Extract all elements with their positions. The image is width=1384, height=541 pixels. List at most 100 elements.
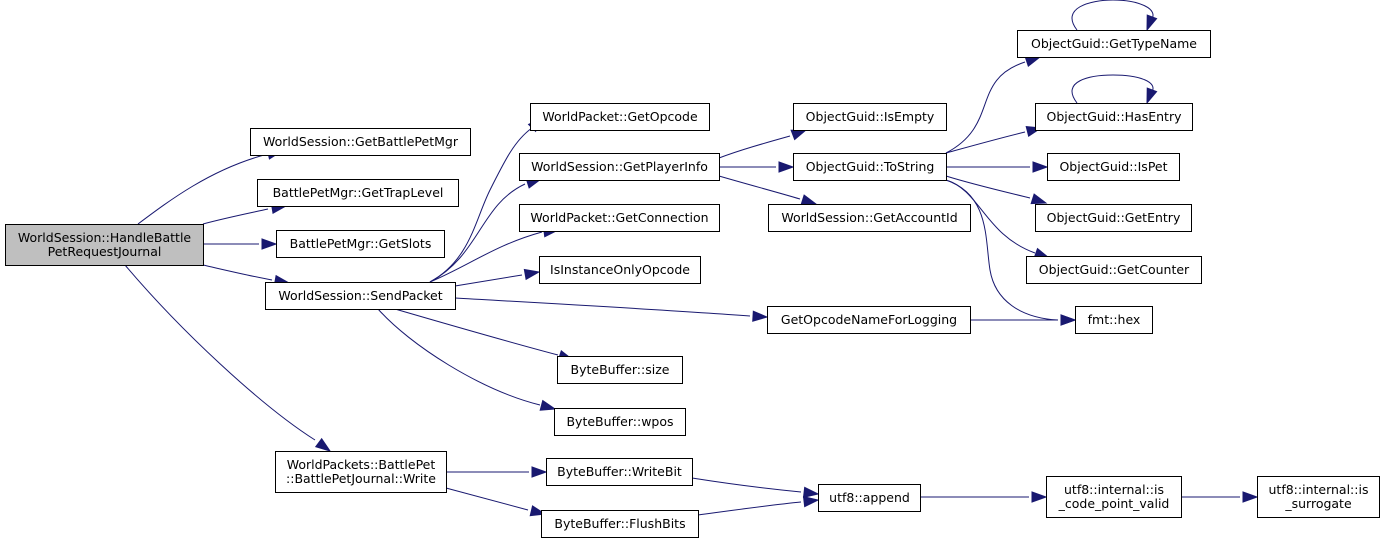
- edge-arrowhead: [314, 437, 332, 452]
- edge-toString-to-isPet: [946, 161, 1049, 173]
- node-box[interactable]: [554, 408, 686, 436]
- node-bbWriteBit[interactable]: ByteBuffer::WriteBit: [546, 458, 693, 486]
- node-box[interactable]: [767, 306, 971, 334]
- node-isSurrogate[interactable]: utf8::internal::is_surrogate: [1257, 476, 1380, 518]
- node-box[interactable]: [519, 204, 720, 232]
- node-isPet[interactable]: ObjectGuid::IsPet: [1047, 153, 1180, 181]
- edge-line: [718, 135, 791, 159]
- node-label: ObjectGuid::GetTypeName: [1031, 36, 1197, 51]
- edge-line: [945, 61, 1026, 154]
- node-getOpcode[interactable]: WorldPacket::GetOpcode: [530, 103, 710, 131]
- node-getTypeName[interactable]: ObjectGuid::GetTypeName: [1017, 30, 1211, 58]
- edge-arrowhead: [800, 194, 818, 206]
- node-label: ObjectGuid::GetCounter: [1039, 262, 1190, 277]
- node-label: utf8::internal::is: [1064, 482, 1164, 497]
- node-box[interactable]: [276, 230, 445, 258]
- node-box[interactable]: [1017, 30, 1211, 58]
- edge-line: [454, 297, 751, 317]
- edge-getPlayerInfo-to-isEmpty: [718, 129, 808, 159]
- edge-line: [137, 154, 265, 225]
- node-getPlayerInfo[interactable]: WorldSession::GetPlayerInfo: [519, 153, 720, 181]
- node-label: _code_point_valid: [1058, 496, 1170, 511]
- edge-getTypeName-to-getTypeName: [1071, 0, 1158, 32]
- node-journalWrite[interactable]: WorldPackets::BattlePet::BattlePetJourna…: [275, 451, 447, 493]
- edge-getOpcodeName-to-fmtHex: [970, 314, 1077, 326]
- edge-line: [1071, 0, 1154, 31]
- node-label: utf8::append: [829, 490, 910, 505]
- node-label: utf8::internal::is: [1269, 482, 1369, 497]
- node-label: WorldPacket::GetConnection: [530, 210, 708, 225]
- node-bbSize[interactable]: ByteBuffer::size: [557, 356, 683, 384]
- edge-arrowhead: [1060, 314, 1077, 326]
- node-isCodePointValid[interactable]: utf8::internal::is_code_point_valid: [1046, 476, 1182, 518]
- node-getAccountId[interactable]: WorldSession::GetAccountId: [768, 204, 971, 232]
- node-isInstanceOnly[interactable]: IsInstanceOnlyOpcode: [539, 256, 701, 284]
- node-label: PetRequestJournal: [48, 244, 162, 259]
- node-box[interactable]: [818, 484, 921, 512]
- edge-arrowhead: [261, 238, 278, 250]
- edge-arrowhead: [802, 486, 820, 498]
- node-label: ObjectGuid::IsEmpty: [806, 109, 935, 124]
- node-isEmpty[interactable]: ObjectGuid::IsEmpty: [793, 103, 947, 131]
- edge-arrowhead: [790, 129, 808, 141]
- edge-getPlayerInfo-to-toString: [719, 161, 795, 173]
- edge-bbFlushBits-to-utf8Append: [697, 496, 820, 516]
- node-hasEntry[interactable]: ObjectGuid::HasEntry: [1035, 103, 1193, 131]
- node-fmtHex[interactable]: fmt::hex: [1075, 306, 1153, 334]
- node-getTrapLevel[interactable]: BattlePetMgr::GetTrapLevel: [257, 179, 459, 207]
- edge-line: [429, 231, 543, 283]
- node-box[interactable]: [539, 256, 701, 284]
- node-box[interactable]: [1047, 153, 1180, 181]
- node-box[interactable]: [768, 204, 971, 232]
- node-box[interactable]: [1035, 103, 1193, 131]
- node-getSlots[interactable]: BattlePetMgr::GetSlots: [276, 230, 445, 258]
- node-bbFlushBits[interactable]: ByteBuffer::FlushBits: [541, 510, 699, 538]
- node-bbWpos[interactable]: ByteBuffer::wpos: [554, 408, 686, 436]
- edge-arrowhead: [1032, 161, 1049, 173]
- root-node-box[interactable]: [5, 224, 204, 266]
- node-box[interactable]: [265, 282, 456, 310]
- node-utf8Append[interactable]: utf8::append: [818, 484, 921, 512]
- node-box[interactable]: [546, 458, 693, 486]
- edge-line: [718, 175, 801, 200]
- node-box[interactable]: [519, 153, 720, 181]
- node-box[interactable]: [257, 179, 459, 207]
- node-sendPacket[interactable]: WorldSession::SendPacket: [265, 282, 456, 310]
- node-getBattlePetMgr[interactable]: WorldSession::GetBattlePetMgr: [250, 128, 471, 156]
- node-toString[interactable]: ObjectGuid::ToString: [793, 153, 947, 181]
- node-getOpcodeName[interactable]: GetOpcodeNameForLogging: [767, 306, 971, 334]
- node-box[interactable]: [1035, 204, 1192, 232]
- edge-journalWrite-to-bbFlushBits: [445, 487, 547, 517]
- edge-arrowhead: [531, 466, 548, 478]
- node-box[interactable]: [541, 510, 699, 538]
- edge-utf8Append-to-isCodePointValid: [920, 491, 1048, 503]
- node-box[interactable]: [1257, 476, 1380, 518]
- edge-isCodePointValid-to-isSurrogate: [1181, 491, 1259, 503]
- node-label: WorldSession::GetAccountId: [781, 210, 957, 225]
- edge-arrowhead: [1030, 193, 1048, 205]
- edge-sendPacket-to-bbSize: [394, 308, 575, 361]
- node-box[interactable]: [793, 153, 947, 181]
- node-box[interactable]: [530, 103, 710, 131]
- node-box[interactable]: [1075, 306, 1153, 334]
- node-label: BattlePetMgr::GetSlots: [290, 236, 432, 251]
- node-box[interactable]: [557, 356, 683, 384]
- node-getConnection[interactable]: WorldPacket::GetConnection: [519, 204, 720, 232]
- edge-line: [445, 487, 529, 511]
- node-label: WorldPackets::BattlePet: [287, 457, 436, 472]
- node-getCounter[interactable]: ObjectGuid::GetCounter: [1026, 256, 1202, 284]
- node-box[interactable]: [275, 451, 447, 493]
- node-getEntry[interactable]: ObjectGuid::GetEntry: [1035, 204, 1192, 232]
- node-box[interactable]: [1046, 476, 1182, 518]
- edge-arrowhead: [539, 399, 557, 411]
- node-box[interactable]: [250, 128, 471, 156]
- node-box[interactable]: [793, 103, 947, 131]
- node-root[interactable]: WorldSession::HandleBattlePetRequestJour…: [5, 224, 204, 266]
- node-label: ByteBuffer::size: [571, 362, 670, 377]
- node-box[interactable]: [1026, 256, 1202, 284]
- edge-toString-to-getTypeName: [945, 56, 1042, 154]
- node-label: WorldSession::GetBattlePetMgr: [263, 134, 459, 149]
- edge-toString-to-fmtHex: [945, 179, 1077, 326]
- edge-line: [945, 175, 1031, 199]
- edge-arrowhead: [802, 496, 820, 508]
